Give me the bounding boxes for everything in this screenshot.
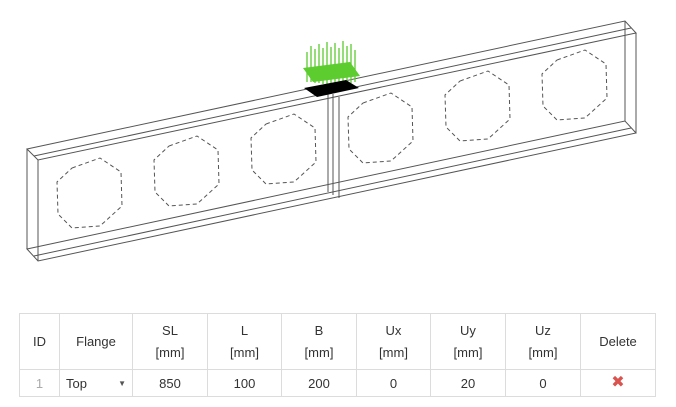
header-sl: SL[mm]	[132, 313, 208, 370]
header-uz: Uz[mm]	[505, 313, 581, 370]
cell-flange[interactable]: Top ▼	[59, 369, 133, 397]
load-plate	[304, 80, 359, 97]
cell-uz[interactable]: 0	[505, 369, 581, 397]
header-uy-unit: [mm]	[453, 344, 483, 360]
header-delete: Delete	[580, 313, 656, 370]
header-b: B[mm]	[281, 313, 357, 370]
table-row: 1 Top ▼ 850 100 200 0 20 0 ✖	[19, 369, 656, 397]
3d-viewport[interactable]	[0, 0, 676, 300]
delete-x-icon[interactable]: ✖	[611, 374, 625, 391]
cell-b[interactable]: 200	[281, 369, 357, 397]
header-b-unit: [mm]	[304, 344, 334, 360]
table-header-row: ID Flange SL[mm] L[mm] B[mm] Ux[mm] Uy[m…	[19, 313, 656, 370]
cell-sl[interactable]: 850	[132, 369, 208, 397]
header-uy: Uy[mm]	[430, 313, 506, 370]
flange-select[interactable]: Top ▼	[60, 370, 132, 396]
cell-ux[interactable]: 0	[356, 369, 431, 397]
cell-id: 1	[19, 369, 60, 397]
load-patch[interactable]	[303, 41, 360, 97]
beam-wireframe-svg	[25, 20, 637, 262]
header-ux: Ux[mm]	[356, 313, 431, 370]
header-l: L[mm]	[207, 313, 282, 370]
caret-down-icon: ▼	[118, 378, 126, 388]
web-openings	[56, 49, 608, 229]
header-ux-unit: [mm]	[379, 344, 408, 360]
header-sl-unit: [mm]	[155, 344, 185, 360]
header-id: ID	[19, 313, 60, 370]
flange-value: Top	[66, 375, 87, 391]
header-uz-unit: [mm]	[528, 344, 558, 360]
loads-table: ID Flange SL[mm] L[mm] B[mm] Ux[mm] Uy[m…	[19, 313, 656, 397]
cell-delete[interactable]: ✖	[580, 369, 656, 397]
header-l-unit: [mm]	[230, 344, 259, 360]
header-flange: Flange	[59, 313, 133, 370]
load-arrow-heads	[303, 62, 360, 82]
cell-uy[interactable]: 20	[430, 369, 506, 397]
cell-l[interactable]: 100	[207, 369, 282, 397]
